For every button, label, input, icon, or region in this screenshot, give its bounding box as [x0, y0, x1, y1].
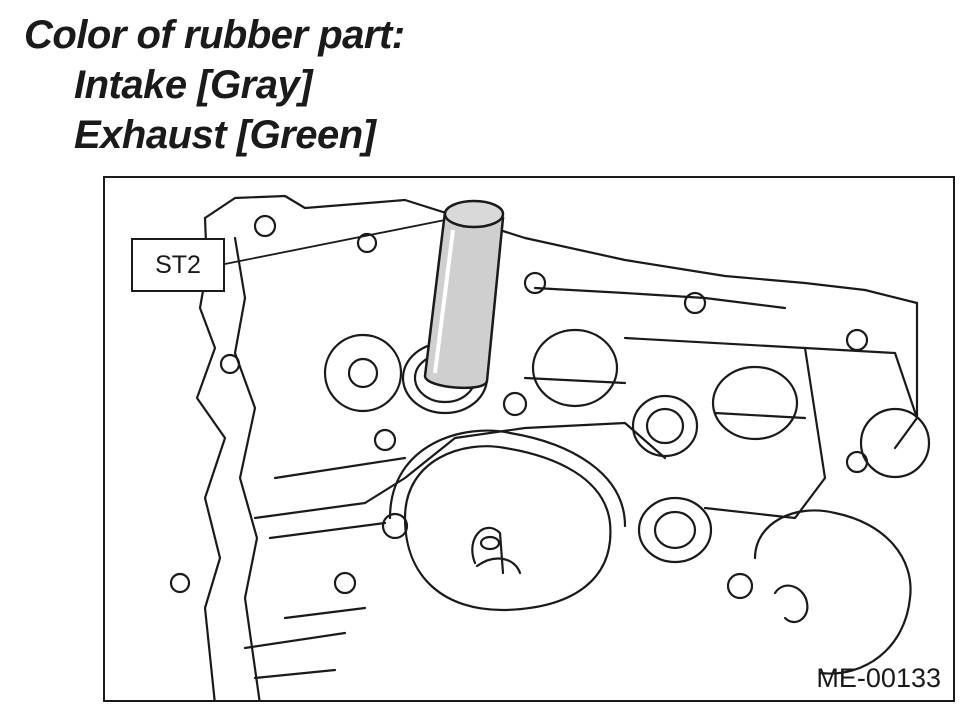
figure-id-label: ME-00133 — [816, 663, 941, 693]
bolt-hole — [356, 232, 378, 254]
block-rail — [268, 456, 407, 620]
cylinder-head-drawing — [169, 194, 931, 700]
valve-bore — [347, 357, 379, 389]
block-outline — [203, 194, 919, 305]
heading-intake-color: Intake [Gray] — [74, 63, 313, 107]
bolt-hole — [253, 214, 277, 238]
bolt-hole — [381, 512, 409, 540]
callout-leader — [224, 217, 456, 265]
combustion-chamber — [753, 509, 912, 675]
block-lower-rail — [243, 631, 347, 680]
combustion-chamber — [403, 445, 612, 612]
spark-plug-detail — [479, 535, 501, 551]
block-lower-edge — [253, 421, 667, 520]
st2-tool-drawing — [423, 199, 505, 390]
bolt-hole — [845, 328, 869, 352]
bolt-hole — [683, 291, 707, 315]
block-mid-rib — [523, 376, 807, 420]
heading-title: Color of rubber part: — [24, 13, 405, 57]
combustion-chamber-lip — [388, 429, 627, 528]
bolt-hole — [333, 571, 357, 595]
block-right-pad — [803, 346, 919, 420]
valve-bore — [531, 328, 619, 408]
bolt-hole — [726, 572, 754, 600]
valve-bore — [323, 333, 403, 413]
bolt-hole — [373, 428, 397, 452]
spark-plug-detail — [773, 584, 809, 624]
bolt-hole — [219, 353, 241, 375]
valve-bore — [711, 365, 799, 441]
valve-bore — [653, 510, 697, 550]
valve-bore — [631, 394, 699, 458]
illustration-frame: ST2 ME-00133 — [103, 176, 955, 702]
heading-exhaust-color: Exhaust [Green] — [74, 113, 376, 157]
block-center-pad — [623, 336, 827, 520]
st2-callout-label: ST2 — [131, 238, 225, 292]
instruction-heading: Color of rubber part: Intake [Gray] Exha… — [24, 10, 405, 160]
bolt-hole — [169, 572, 191, 594]
block-inner-edge — [233, 236, 261, 700]
block-right-upper — [893, 301, 919, 450]
valve-bore — [637, 496, 713, 564]
bolt-hole — [502, 391, 528, 417]
block-top-rib — [533, 286, 787, 310]
bolt-hole — [523, 271, 547, 295]
spark-plug-detail — [471, 526, 522, 575]
valve-bore — [645, 407, 685, 445]
valve-bore — [859, 407, 931, 479]
